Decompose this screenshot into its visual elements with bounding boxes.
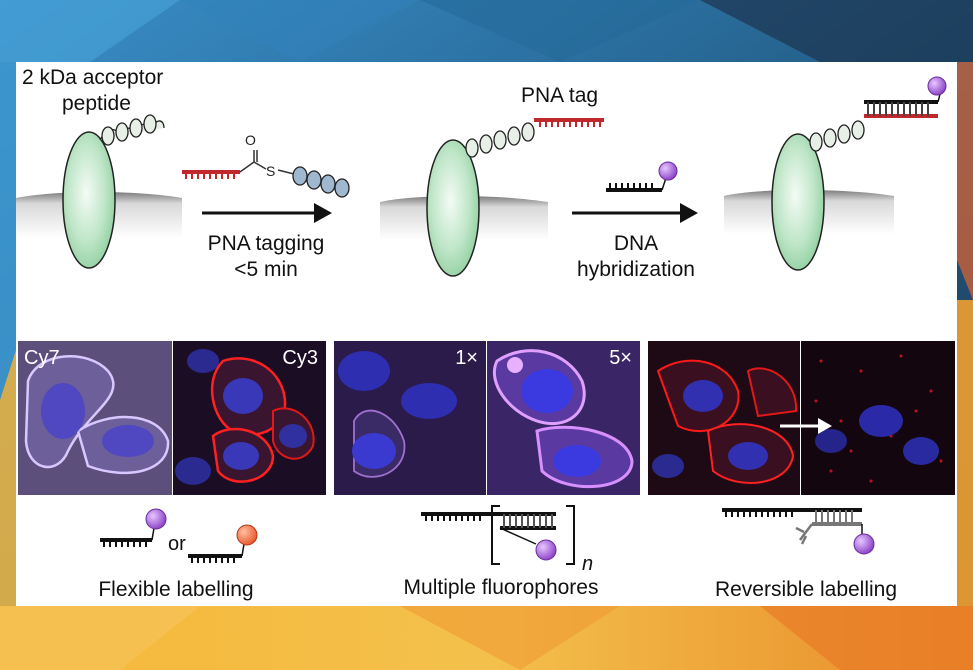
reversible-labelling-diagram [722,508,875,555]
pna-thioester-reagent [182,150,350,198]
micrograph-after-reversal [801,341,955,495]
figure-panel: O S 2 kDa acceptor peptide PNA tag PNA t… [16,62,957,606]
thioester-s-label: S [266,163,275,179]
flexible-probe-orange [188,524,258,563]
pna-tag-attached [534,118,604,127]
arrow-pna-tagging [202,203,332,223]
cy3-label: Cy3 [282,347,318,369]
pna-tagging-time: <5 min [234,258,298,281]
dna-hybridization-label-line1: DNA [613,232,659,255]
acceptor-helix-3 [809,120,865,152]
acceptor-helix-2 [465,122,535,158]
dna-hybridization-label-line2: hybridization [577,258,695,281]
reversal-arrow-icon [780,418,832,434]
acceptor-peptide-label-line1: 2 kDa acceptor [22,66,164,89]
micrograph-1x: 1× [334,341,486,495]
hybridized-duplex [864,76,947,118]
1x-label: 1× [455,347,478,369]
multiple-fluorophores-diagram [421,505,575,565]
flexible-labelling-caption: Flexible labelling [98,578,254,601]
multiple-fluorophores-caption: Multiple fluorophores [403,576,599,599]
protein-1 [62,131,116,269]
thioester-o-label: O [245,132,256,148]
micrograph-before-reversal [648,341,800,495]
pna-tag-label: PNA tag [521,84,599,107]
micrograph-cy3: Cy3 [173,341,326,495]
protein-3 [771,133,825,271]
5x-label: 5× [609,347,632,369]
protein-2 [426,139,480,277]
cy7-label: Cy7 [24,347,60,369]
pna-tagging-label: PNA tagging [207,232,325,255]
micrograph-5x: 5× [487,341,640,495]
dna-probe [606,161,678,192]
n-label: n [582,553,594,575]
micrograph-cy7: Cy7 [18,341,172,495]
labelling-modes-schematic [100,505,875,565]
labelling-schematic: O S [16,76,947,277]
arrow-dna-hybridization [572,203,698,223]
acceptor-peptide-label-line2: peptide [62,92,131,115]
flexible-probe-purple [100,508,167,547]
reversible-labelling-caption: Reversible labelling [714,578,898,601]
acceptor-helix-1 [99,114,165,146]
or-label: or [168,533,186,555]
